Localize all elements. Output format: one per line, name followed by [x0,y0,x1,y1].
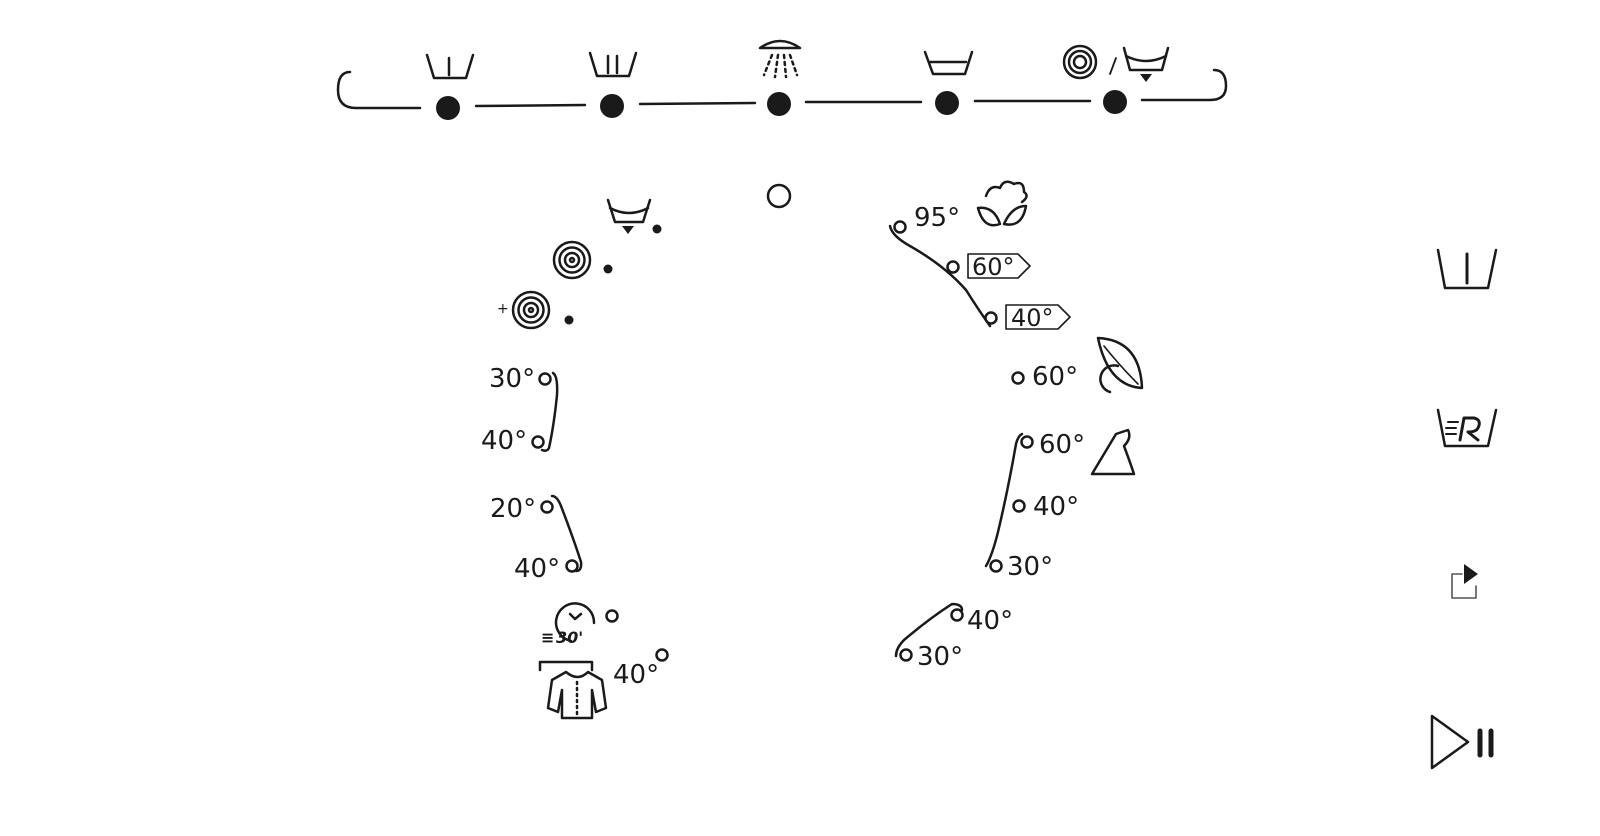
extra-spin-plus-label: + [497,301,509,317]
cotton-icon [976,180,1028,227]
step-rinse-dot[interactable] [767,92,791,116]
step-prewash-dot[interactable] [436,96,460,120]
delay-start-icon [1451,564,1478,599]
program-a1-dot[interactable] [538,372,552,386]
program-d2-temp: 30° [917,642,964,672]
start-pause-icon [1430,714,1494,770]
main-wash-icon [588,51,638,78]
shirts-temp: 40° [613,660,660,690]
eco-40-tag [1005,304,1071,330]
mixed-leaf-icon [1011,336,1144,394]
left-group-b [540,494,583,573]
right-group-eco [888,220,998,328]
synthetic-icon [1090,428,1136,476]
rinse-icon [758,39,802,79]
eco-40-dot[interactable] [984,311,998,325]
rapid-wash-icon [1436,408,1498,448]
right-group-c [984,432,1034,573]
start-pause-button[interactable] [1424,708,1504,776]
program-b1-temp: 20° [490,494,537,524]
program-d2-dot[interactable] [899,648,913,662]
drain-only-dot[interactable] [652,224,662,234]
program-d1-dot[interactable] [950,608,964,622]
eco-60-dot[interactable] [946,260,960,274]
program-b1-dot[interactable] [540,500,554,514]
leaf-60-dot[interactable] [1011,371,1025,385]
program-d1-temp: 40° [967,606,1014,636]
program-c2-temp: 40° [1033,492,1080,522]
process-bar [336,39,1228,120]
shirts-dot[interactable] [655,648,669,662]
program-b2-dot[interactable] [565,559,579,573]
eco-40-temp: 40° [1011,304,1054,332]
spin-icon [552,240,592,280]
prewash-button-icon [1436,248,1498,290]
cotton-temp: 95° [914,203,961,233]
right-group-d [894,602,964,662]
program-c3-dot[interactable] [989,559,1003,573]
extra-spin-icon [511,290,551,330]
wash-tub-icon [923,50,974,76]
drain-only-icon [606,198,652,234]
rapid-wash-button[interactable] [1428,400,1506,456]
program-a1-temp: 30° [489,364,536,394]
shirts-icon [538,660,608,720]
step-wash-tub-dot[interactable] [935,91,959,115]
process-bar-line [336,68,1228,110]
program-a2-dot[interactable] [531,435,545,449]
step-main-wash-dot[interactable] [600,94,624,118]
cotton-95-dot[interactable] [893,220,907,234]
program-c1-temp: 60° [1039,430,1086,460]
program-c2-dot[interactable] [1012,499,1026,513]
step-spin-drain-dot[interactable] [1103,90,1127,114]
eco-60-tag [967,253,1031,279]
left-group-a [531,371,559,452]
program-c1-dot[interactable] [1020,435,1034,449]
spin-drain-icon [1062,44,1170,82]
delay-start-button[interactable] [1438,556,1490,608]
prewash-button[interactable] [1428,240,1506,298]
leaf-temp: 60° [1032,362,1079,392]
dial-off-position[interactable] [766,183,792,209]
quick-wash-duration: 30' [556,628,584,647]
quick-wash-speed-lines: ≡ [541,628,555,647]
spin-dot[interactable] [603,264,613,274]
quick-wash-dot[interactable] [605,609,619,623]
program-c3-temp: 30° [1007,552,1054,582]
eco-60-temp: 60° [972,253,1015,281]
extra-spin-dot[interactable] [564,315,574,325]
program-b2-temp: 40° [514,554,561,584]
prewash-icon [425,53,475,80]
quick-wash-icon [554,602,596,643]
program-a2-temp: 40° [481,426,528,456]
